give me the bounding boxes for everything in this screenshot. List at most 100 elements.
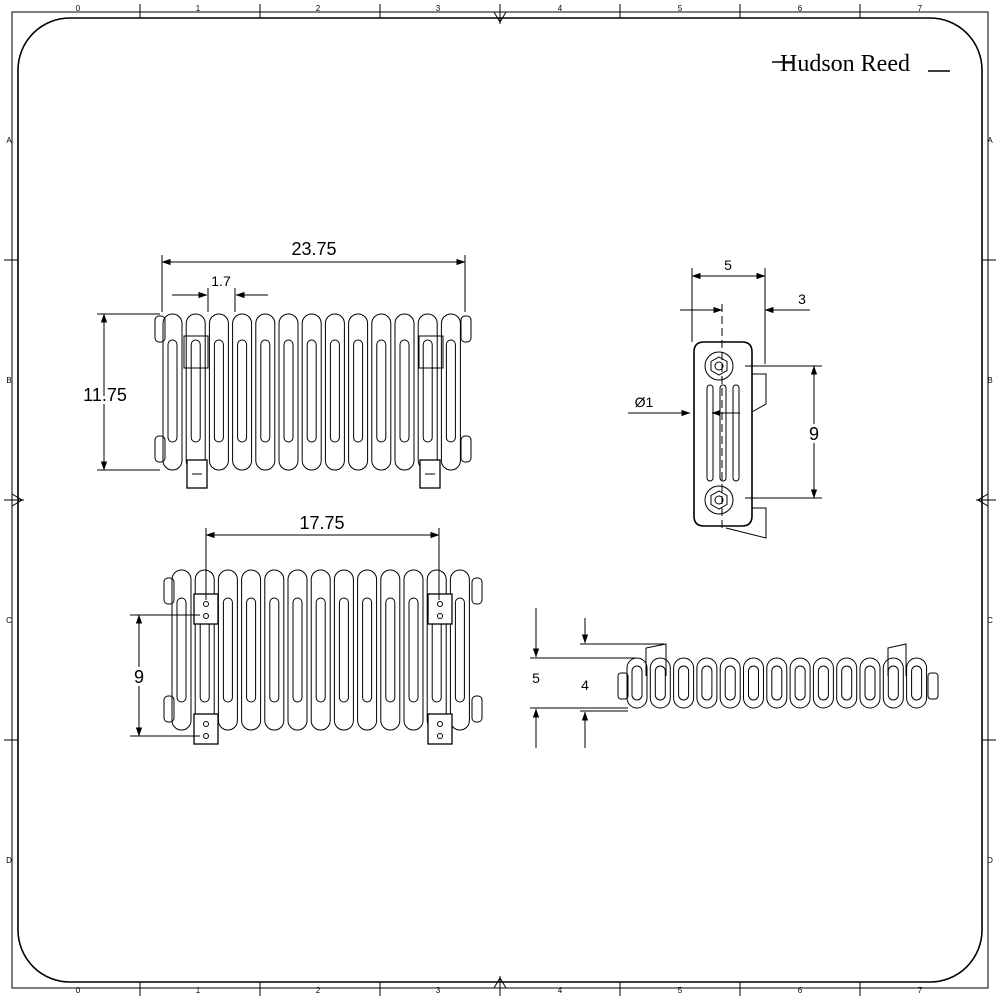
radiator-column-inner <box>445 339 456 443</box>
section-loop-inner <box>678 665 690 701</box>
grid-column-label: 7 <box>918 986 923 995</box>
grid-column-label: 2 <box>316 986 321 995</box>
grid-row-label: D <box>6 856 12 865</box>
radiator-column-inner <box>306 339 317 443</box>
radiator-column <box>287 569 308 731</box>
radiator-column-inner <box>315 597 326 703</box>
radiator-column-inner <box>338 597 349 703</box>
front-view: 23.75 1.7 11.75 <box>80 239 472 489</box>
section-loop-inner <box>817 665 829 701</box>
radiator-column-inner <box>167 339 178 443</box>
plan-outer-depth-label: 5 <box>532 670 540 686</box>
radiator-side-profile <box>693 341 753 527</box>
section-loop-inner <box>701 665 713 701</box>
radiator-column-inner <box>283 339 294 443</box>
section-loop <box>626 657 648 709</box>
radiator-column <box>255 313 276 471</box>
end-cap <box>154 435 166 463</box>
center-arrow-icon <box>493 11 507 989</box>
bottom-pipe-fitting-icon <box>704 485 734 515</box>
radiator-column <box>264 569 285 731</box>
section-loop-inner <box>654 665 666 701</box>
end-cap <box>460 315 472 343</box>
radiator-column-inner <box>246 597 257 703</box>
grid-row-label: B <box>987 376 992 385</box>
radiator-column-inner <box>292 597 303 703</box>
radiator-column-inner <box>329 339 340 443</box>
width-dimension-label: 23.75 <box>291 239 336 259</box>
grid-row-label: B <box>6 376 11 385</box>
pipe-diameter-label: Ø1 <box>635 394 654 410</box>
radiator-column-inner <box>408 597 419 703</box>
grid-column-label: 7 <box>918 4 923 13</box>
radiator-column-inner <box>269 597 280 703</box>
grid-column-label: 6 <box>798 986 803 995</box>
radiator-column-inner <box>385 597 396 703</box>
end-cap <box>471 695 483 723</box>
radiator-column-inner <box>260 339 271 443</box>
fitting-height-label: 9 <box>809 424 819 444</box>
radiator-column-inner <box>362 597 373 703</box>
radiator-column <box>348 313 369 471</box>
section-loop <box>906 657 928 709</box>
wall-brackets <box>183 335 444 489</box>
radiator-columns <box>163 569 483 731</box>
radiator-column-inner <box>222 597 233 703</box>
depth-dimension-label: 5 <box>724 257 732 273</box>
radiator-column <box>357 569 378 731</box>
grid-column-label: 5 <box>678 4 683 13</box>
radiator-column <box>417 313 438 471</box>
radiator-columns <box>154 313 472 471</box>
grid-row-label: C <box>987 616 993 625</box>
radiator-column-inner <box>176 597 187 703</box>
column-pitch-label: 1.7 <box>211 273 231 289</box>
radiator-column <box>208 313 229 471</box>
grid-column-label: 6 <box>798 4 803 13</box>
radiator-column <box>301 313 322 471</box>
sheet-border <box>11 11 989 989</box>
section-loop <box>882 657 904 709</box>
radiator-column-inner <box>353 339 364 443</box>
end-cap <box>154 315 166 343</box>
center-marks <box>4 4 996 996</box>
section-loop <box>836 657 858 709</box>
radiator-column-inner <box>237 339 248 443</box>
end-cap <box>460 435 472 463</box>
radiator-column-inner <box>213 339 224 443</box>
radiator-column-inner <box>399 339 410 443</box>
radiator-column <box>394 313 415 471</box>
radiator-column <box>310 569 331 731</box>
radiator-sections <box>626 657 928 709</box>
radiator-column <box>185 313 206 471</box>
side-view: 5 3 Ø1 9 <box>628 257 822 539</box>
bracket-span-label: 17.75 <box>299 513 344 533</box>
offset-dimension-label: 3 <box>798 291 806 307</box>
section-loop-inner <box>911 665 923 701</box>
center-arrow-icon <box>11 493 989 507</box>
section-loop <box>766 657 788 709</box>
section-loop <box>649 657 671 709</box>
radiator-column <box>449 569 470 731</box>
radiator-column <box>162 313 183 471</box>
grid-column-label: 3 <box>436 986 441 995</box>
grid-column-label: 4 <box>558 986 563 995</box>
section-loop <box>789 657 811 709</box>
section-loop-inner <box>887 665 899 701</box>
section-loop <box>743 657 764 709</box>
section-loop-inner <box>748 665 759 701</box>
section-loop <box>812 657 834 709</box>
grid-column-label: 1 <box>196 4 201 13</box>
section-loop-inner <box>794 665 806 701</box>
section-loop <box>673 657 695 709</box>
grid-column-label: 5 <box>678 986 683 995</box>
grid-column-label: 0 <box>76 986 81 995</box>
inner-rounded-frame <box>17 17 983 983</box>
section-loop-inner <box>631 665 643 701</box>
end-cap <box>163 577 175 605</box>
radiator-column <box>241 569 262 731</box>
height-dimension-label: 11.75 <box>83 385 127 405</box>
grid-column-label: 3 <box>436 4 441 13</box>
radiator-column <box>324 313 345 471</box>
